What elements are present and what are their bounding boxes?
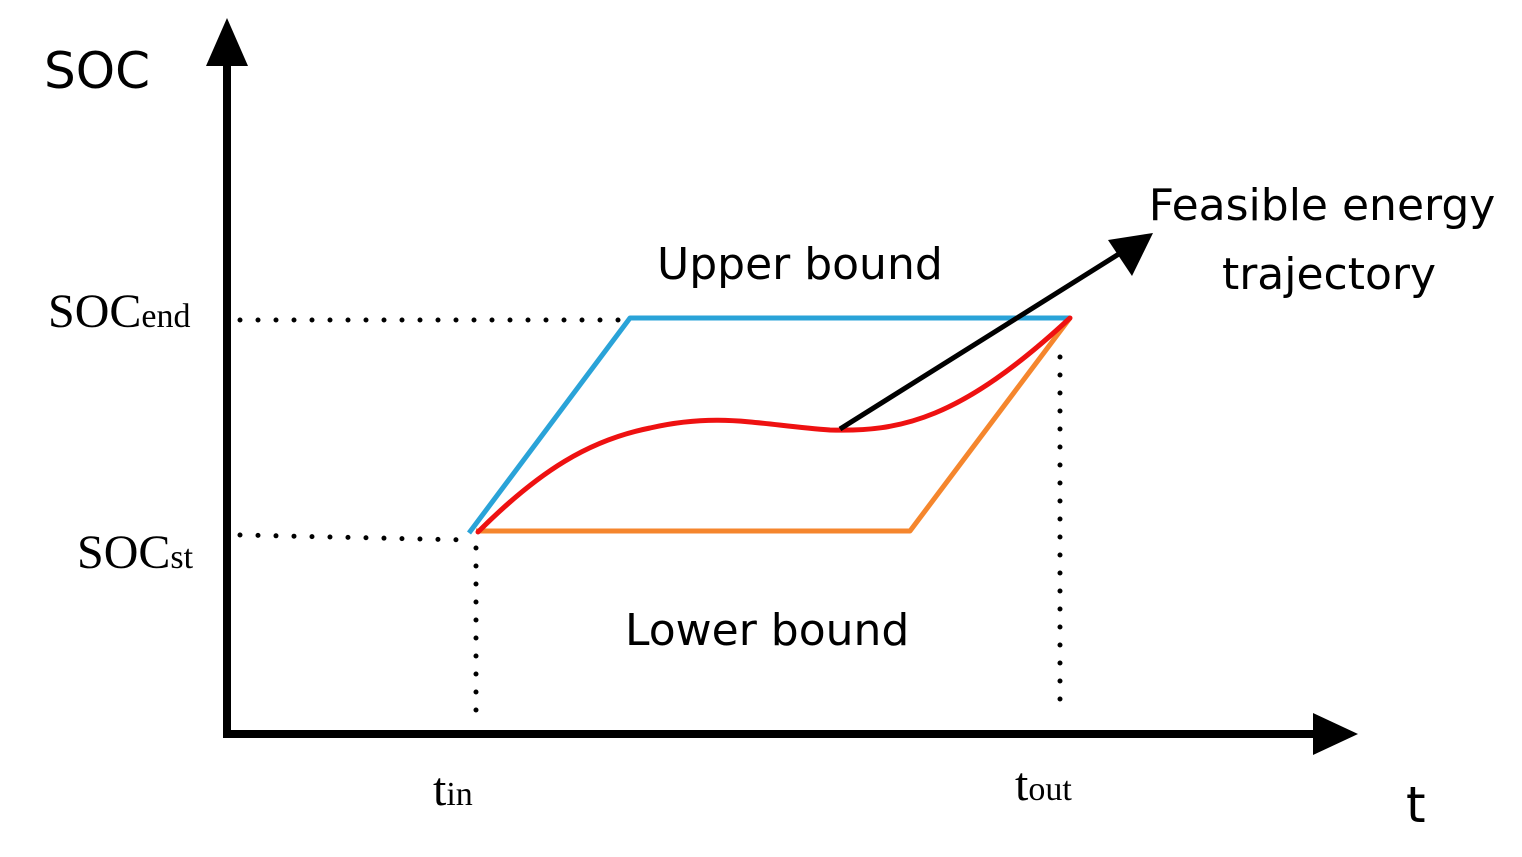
- upper-bound-label: Upper bound: [657, 239, 943, 290]
- soc-st-sub: st: [170, 539, 193, 576]
- feasible-trajectory-curve: [475, 315, 1073, 535]
- t-out-label: tout: [1015, 758, 1072, 811]
- soc-end-main: SOC: [48, 285, 141, 338]
- lower-bound-line: [476, 316, 1072, 534]
- axes: [206, 18, 1358, 755]
- t-out-sub: out: [1028, 771, 1072, 808]
- soc-end-sub: end: [141, 298, 190, 335]
- t-in-label: tin: [433, 763, 473, 816]
- y-axis-label: SOC: [44, 42, 150, 100]
- soc-st-guide: [237, 532, 469, 543]
- soc-end-label: SOCend: [48, 285, 190, 338]
- guide-lines: [237, 317, 1063, 731]
- trajectory-pointer-arrowhead: [1108, 233, 1153, 276]
- feasible-label-line1: Feasible energy: [1149, 180, 1496, 231]
- t-in-sub: in: [446, 776, 472, 813]
- t-in-main: t: [433, 763, 447, 816]
- soc-st-main: SOC: [77, 526, 170, 579]
- x-axis-arrowhead: [1313, 713, 1358, 755]
- feasible-trajectory-label: Feasible energy trajectory: [1149, 180, 1510, 300]
- y-axis-arrowhead: [206, 18, 248, 66]
- x-axis-label: t: [1406, 776, 1426, 834]
- lower-bound-label: Lower bound: [625, 605, 909, 656]
- upper-bound-line: [466, 315, 1070, 535]
- t-out-main: t: [1015, 758, 1029, 811]
- feasible-label-line2: trajectory: [1222, 249, 1436, 300]
- soc-st-label: SOCst: [77, 526, 194, 579]
- trajectory-pointer-line: [838, 249, 1124, 432]
